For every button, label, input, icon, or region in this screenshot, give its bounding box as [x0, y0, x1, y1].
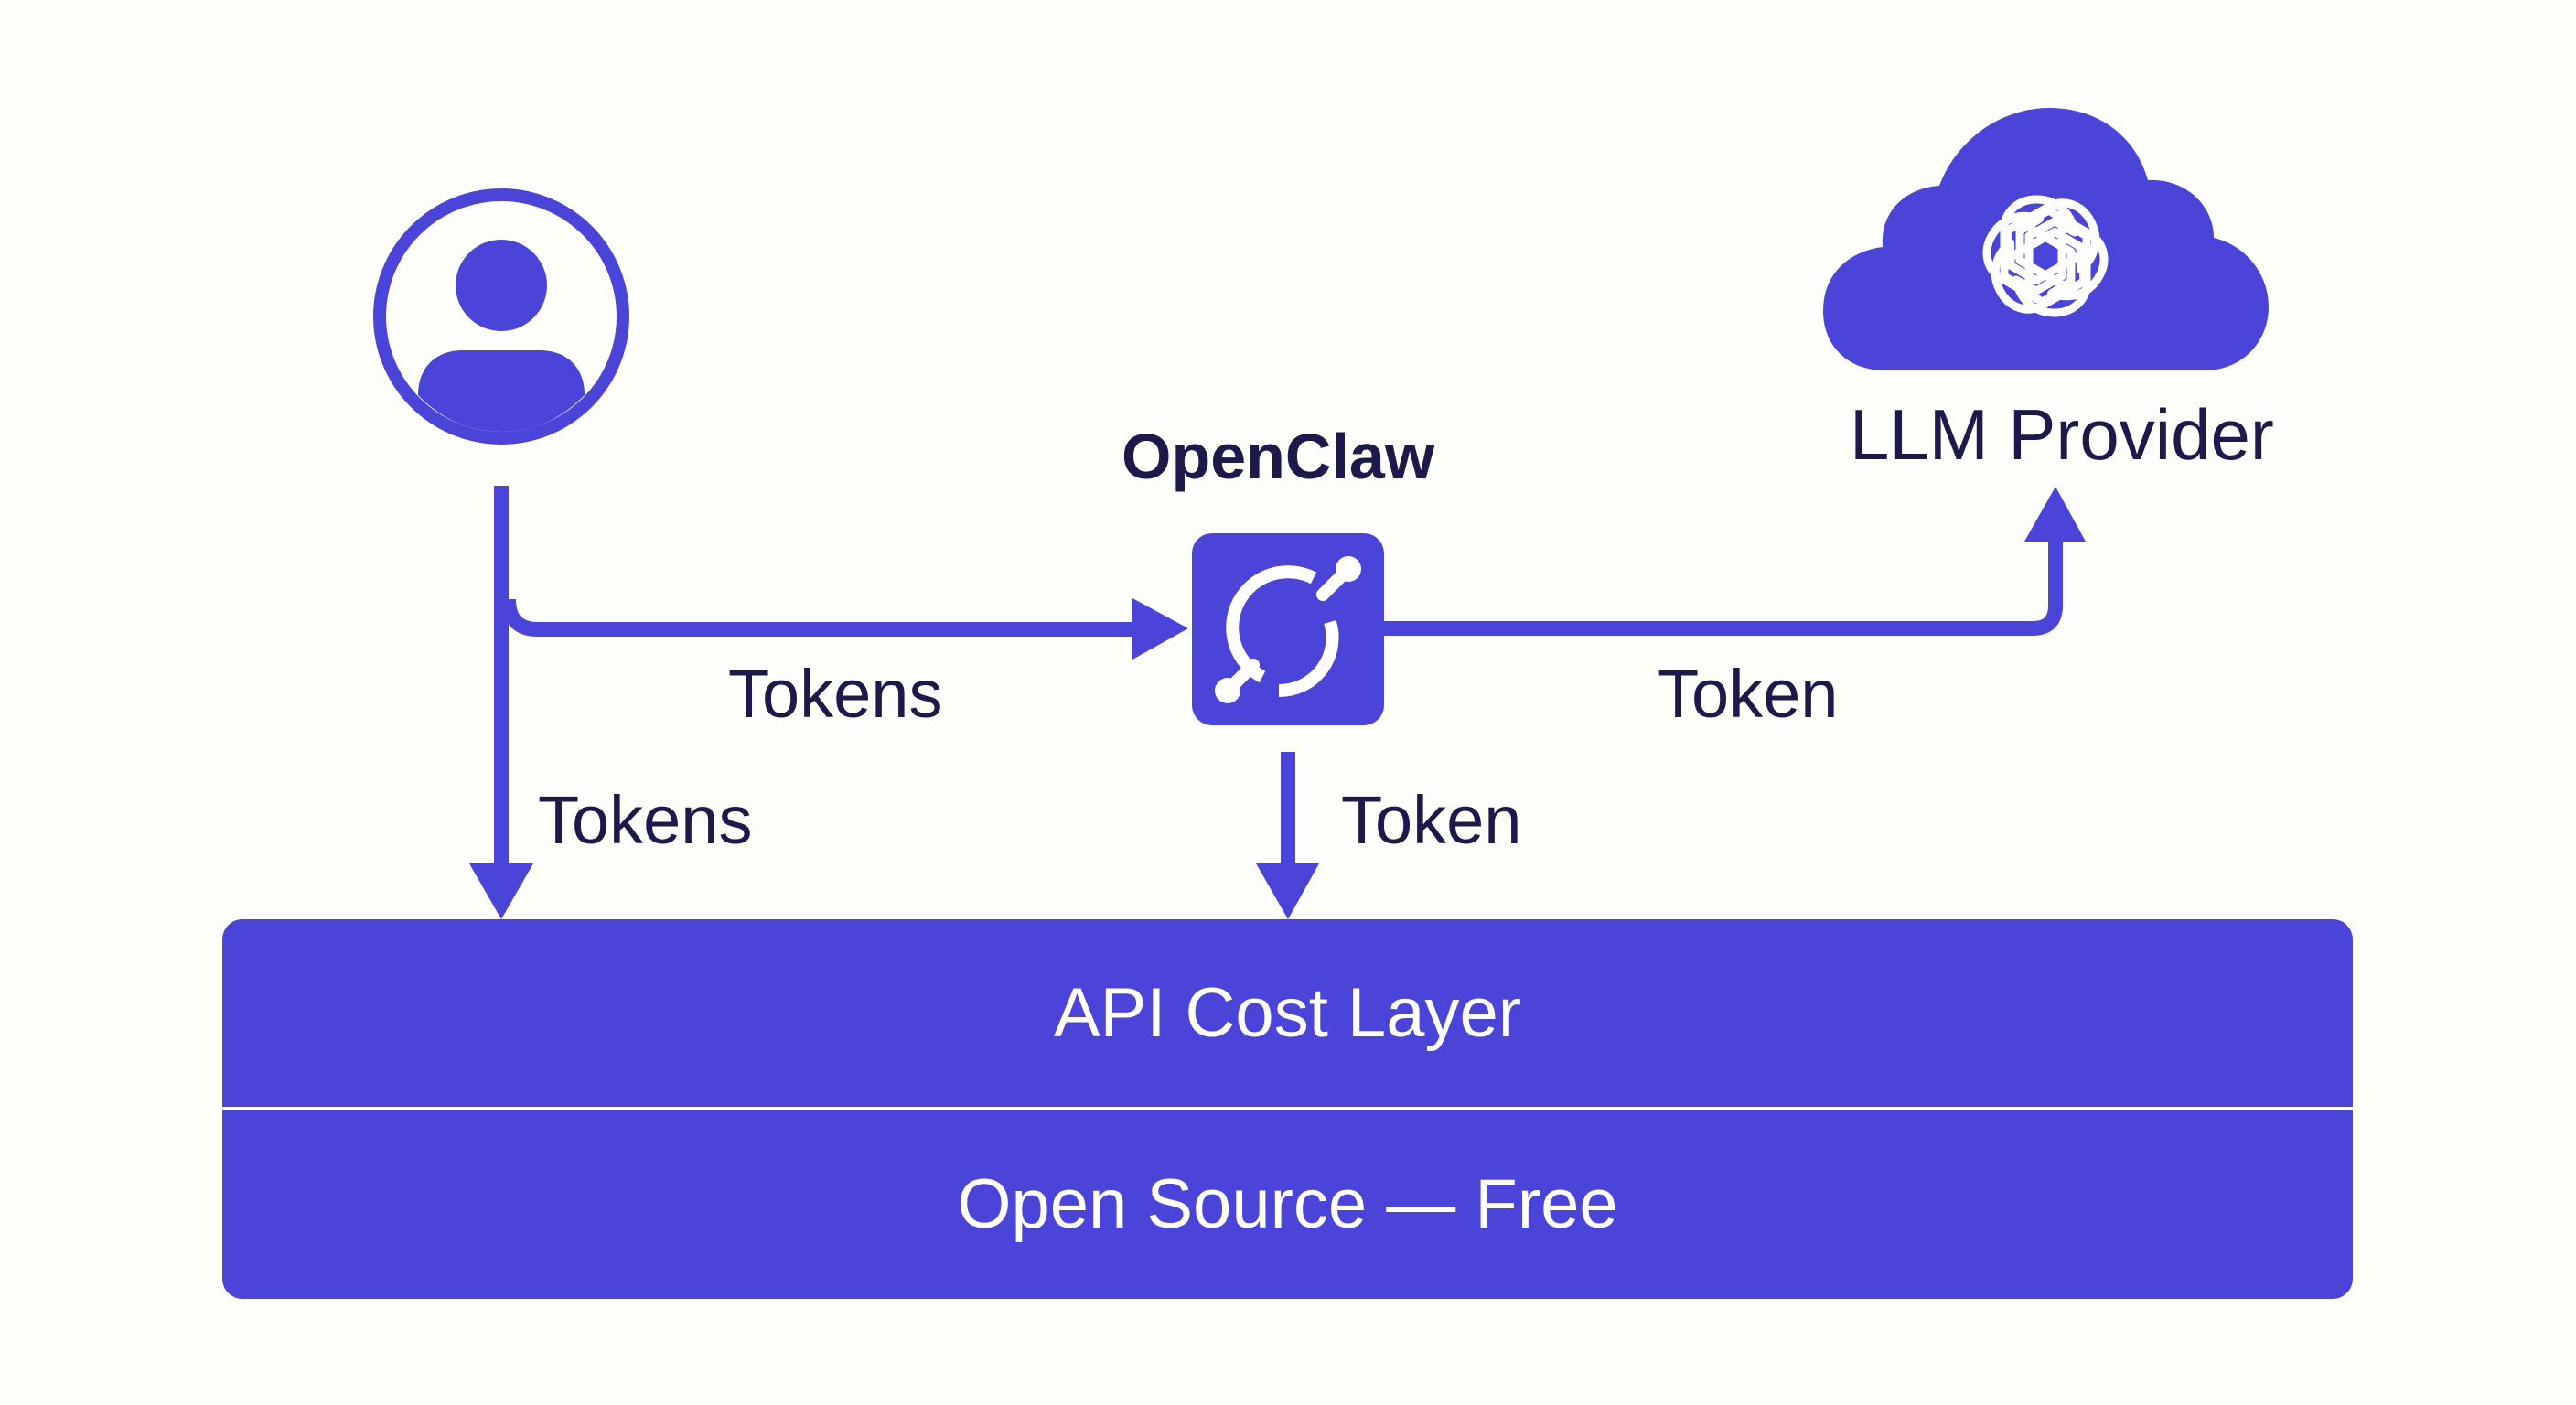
- openclaw-title: OpenClaw: [1122, 421, 1435, 492]
- open-source-layer-label: Open Source — Free: [957, 1165, 1618, 1243]
- edge-label-openclaw-to-llm: Token: [1658, 656, 1839, 732]
- arrow-openclaw-to-api: [1256, 752, 1319, 919]
- llm-provider-title: LLM Provider: [1850, 394, 2274, 475]
- openclaw-link-icon: [1192, 533, 1384, 725]
- arrow-user-to-openclaw: [501, 598, 1188, 660]
- arrow-user-to-api: [469, 486, 533, 919]
- openai-logo-icon: [1976, 192, 2115, 320]
- api-cost-layer: API Cost Layer: [222, 919, 2353, 1107]
- api-cost-layer-label: API Cost Layer: [1053, 973, 1522, 1052]
- arrow-openclaw-to-llm: [1384, 487, 2086, 636]
- edge-label-user-to-openclaw: Tokens: [728, 656, 943, 732]
- edge-label-user-to-api: Tokens: [538, 782, 753, 858]
- edge-label-openclaw-to-api: Token: [1341, 782, 1522, 858]
- user-avatar-icon: [373, 188, 629, 445]
- open-source-layer: Open Source — Free: [222, 1110, 2353, 1299]
